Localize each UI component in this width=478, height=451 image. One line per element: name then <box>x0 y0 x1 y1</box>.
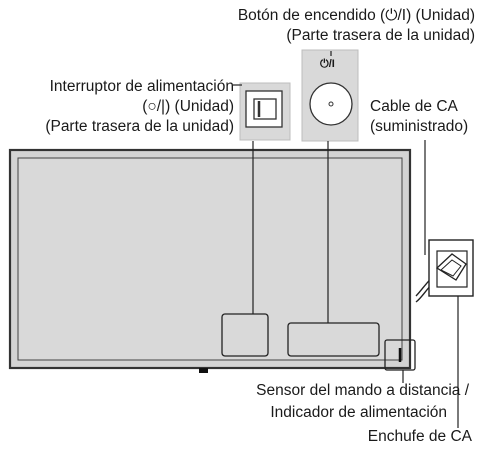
power-switch-inset <box>239 82 291 141</box>
power-button-label-line1: Botón de encendido (⏻/I) (Unidad) <box>237 7 475 24</box>
leader-lines <box>233 51 459 428</box>
ac-cable-label-line1: Cable de CA <box>370 98 458 115</box>
sensor-label-line1: Sensor del mando a distancia / <box>256 382 469 399</box>
switch-location-box <box>221 313 269 357</box>
power-button-label-line2: (Parte trasera de la unidad) <box>286 27 475 44</box>
power-switch-label-line3: (Parte trasera de la unidad) <box>45 118 234 135</box>
power-switch-label-line1: Interruptor de alimentación <box>49 78 234 95</box>
sensor-location-box <box>384 339 416 371</box>
ac-outlet <box>428 239 474 297</box>
button-location-box <box>287 322 380 357</box>
ac-cable-label-line2: (suministrado) <box>370 118 469 135</box>
ac-plug-label: Enchufe de CA <box>367 428 472 445</box>
power-switch-label-line2: (○/|) (Unidad) <box>142 98 234 115</box>
sensor-label-line2: Indicador de alimentación <box>270 404 447 421</box>
power-button-inset <box>301 49 359 142</box>
button-symbol-label: ⏻/I <box>320 58 335 70</box>
